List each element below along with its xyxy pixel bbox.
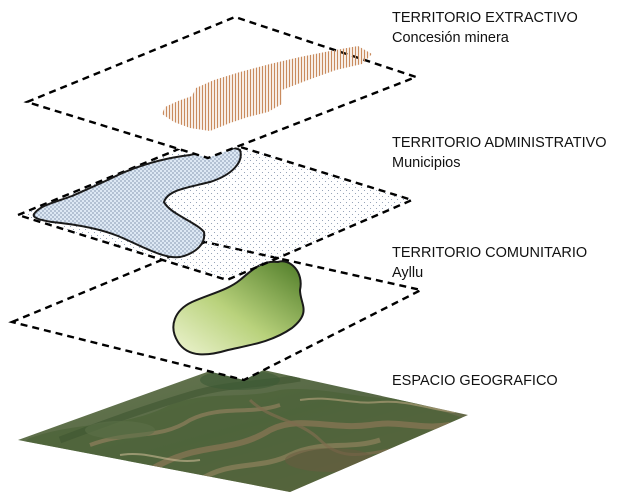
extractive-plane xyxy=(23,15,420,160)
layer-title: ESPACIO GEOGRAFICO xyxy=(392,373,558,389)
layer-subtitle: Ayllu xyxy=(392,265,424,281)
label-territorio-administrativo: TERRITORIO ADMINISTRATIVO Municipios xyxy=(392,133,607,173)
administrative-plane xyxy=(14,135,416,282)
label-territorio-comunitario: TERRITORIO COMUNITARIO Ayllu xyxy=(392,243,587,283)
layer-subtitle: Concesión minera xyxy=(392,30,509,46)
layer-subtitle: Municipios xyxy=(392,155,461,171)
community-plane xyxy=(8,240,425,382)
label-espacio-geografico: ESPACIO GEOGRAFICO xyxy=(392,371,558,391)
layer-title: TERRITORIO ADMINISTRATIVO xyxy=(392,135,607,151)
layer-title: TERRITORIO COMUNITARIO xyxy=(392,245,588,261)
municipio-shape xyxy=(32,146,242,259)
layer-title: TERRITORIO EXTRACTIVO xyxy=(392,10,578,26)
ayllu-shape xyxy=(172,260,305,356)
concession-shape xyxy=(162,46,372,131)
label-territorio-extractivo: TERRITORIO EXTRACTIVO Concesión minera xyxy=(392,8,578,48)
